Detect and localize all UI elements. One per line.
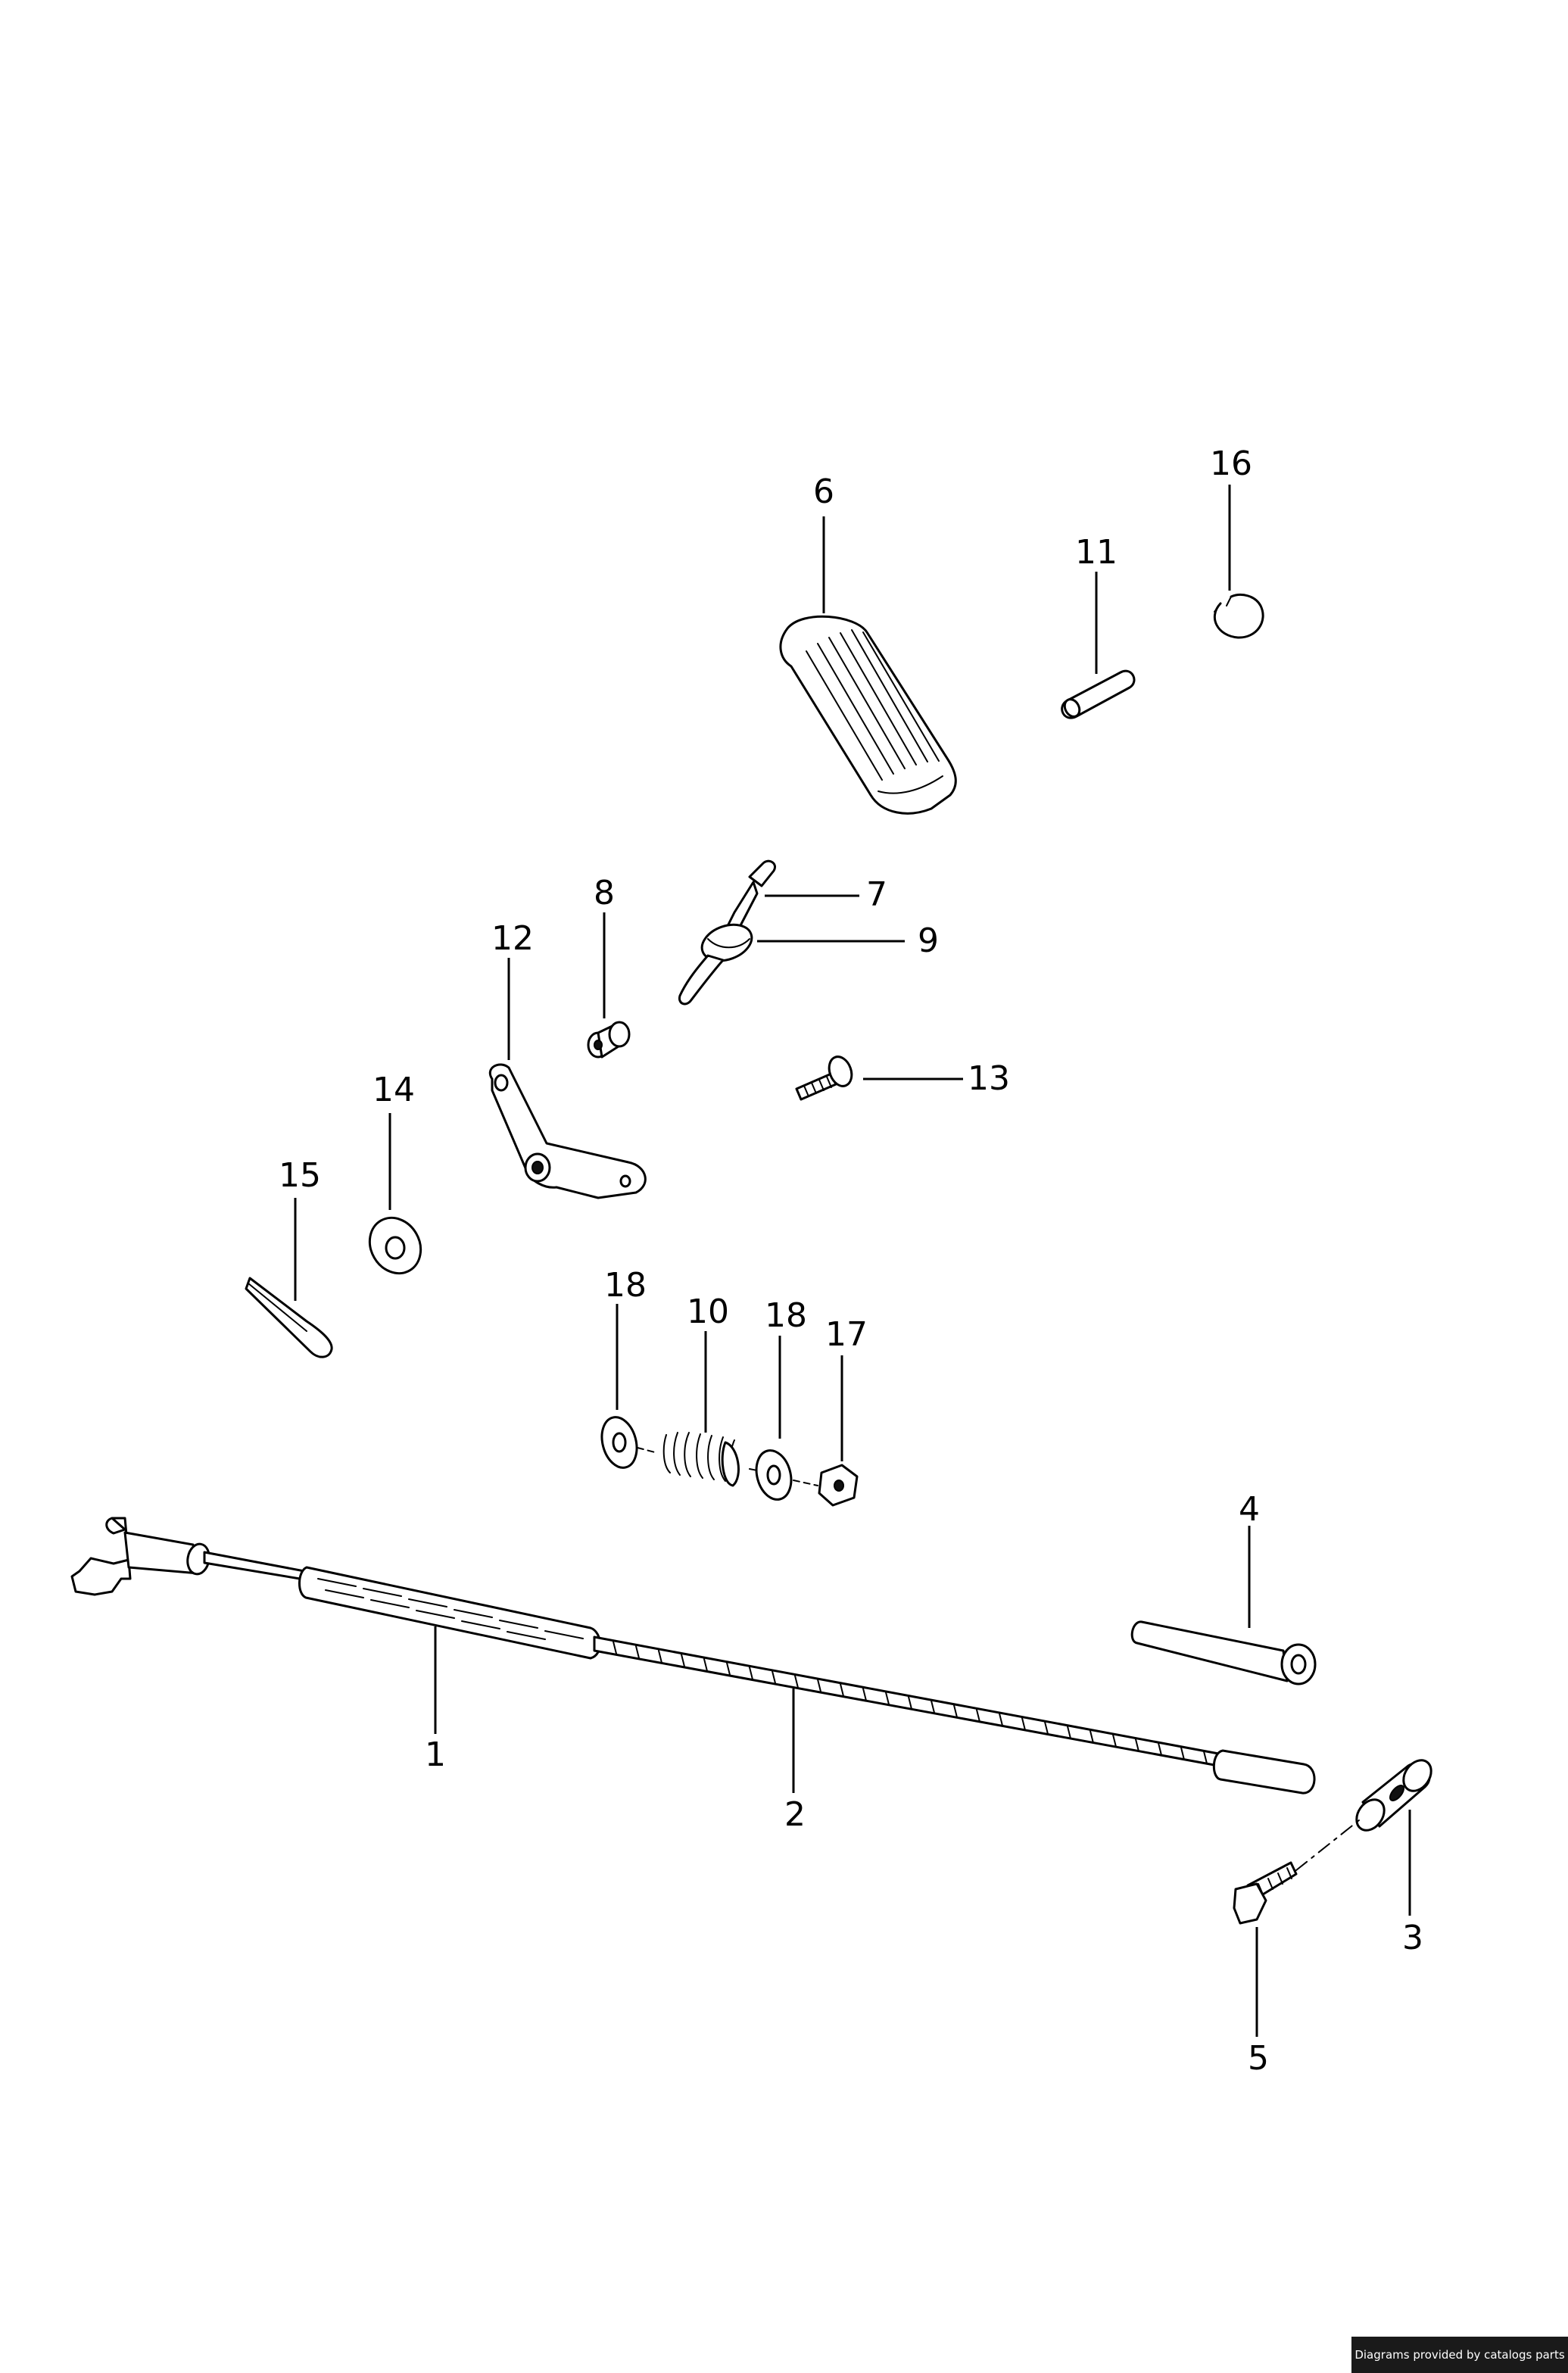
leader-lines — [294, 485, 1411, 2037]
callout-4: 4 — [1239, 1490, 1260, 1529]
sleeve-part — [1355, 1759, 1432, 1832]
circlip-part — [1213, 594, 1264, 639]
ball-stud-part — [678, 859, 776, 1006]
pivot-pin-part — [1130, 1620, 1317, 1685]
callout-12: 12 — [491, 919, 534, 958]
accelerator-rod-part — [70, 1517, 1316, 1795]
callout-8: 8 — [594, 874, 615, 912]
washer-part — [368, 1216, 422, 1275]
bushing-part — [587, 1021, 631, 1059]
callout-13: 13 — [968, 1059, 1010, 1098]
bolt-part — [1233, 1816, 1364, 1925]
callout-3: 3 — [1402, 1919, 1423, 1957]
callouts: 6 16 11 7 9 8 12 13 14 15 18 10 18 17 1 … — [279, 444, 1423, 2078]
callout-18-left: 18 — [604, 1266, 647, 1305]
callout-1: 1 — [425, 1735, 446, 1774]
diagram-credit: Diagrams provided by catalogs parts — [1351, 2337, 1568, 2373]
callout-15: 15 — [279, 1156, 321, 1195]
callout-6: 6 — [813, 472, 834, 511]
callout-9: 9 — [918, 921, 939, 960]
screw-part — [795, 1056, 853, 1101]
callout-2: 2 — [784, 1795, 806, 1834]
callout-7: 7 — [866, 875, 887, 914]
callout-11: 11 — [1075, 533, 1118, 572]
pin-part — [1061, 669, 1136, 719]
cotter-pin-part — [245, 1277, 333, 1358]
callout-16: 16 — [1210, 444, 1252, 483]
callout-18-right: 18 — [765, 1296, 807, 1335]
callout-14: 14 — [373, 1071, 415, 1109]
callout-10: 10 — [687, 1293, 729, 1331]
callout-5: 5 — [1248, 2039, 1269, 2078]
pedal-pad-part — [779, 615, 957, 815]
lever-part — [489, 1063, 647, 1199]
spring-assembly-part — [600, 1416, 859, 1507]
callout-17: 17 — [825, 1315, 868, 1354]
